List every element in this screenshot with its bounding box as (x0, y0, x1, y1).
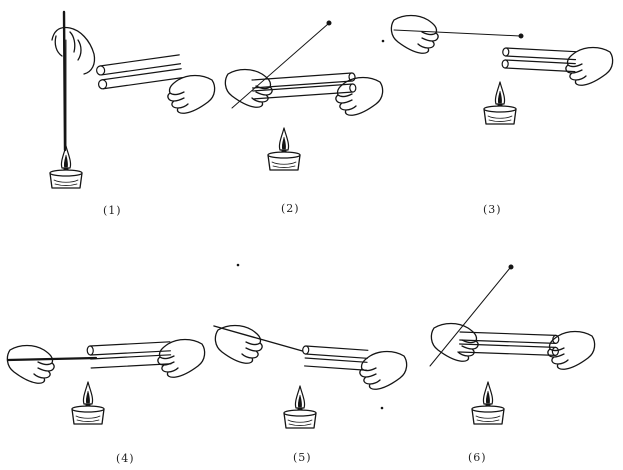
panel-1-illustration (49, 10, 216, 189)
panel-3-label: (3) (483, 203, 502, 216)
panel-6-label: (6) (468, 451, 487, 464)
panel-2-illustration (224, 20, 384, 171)
panel-6-illustration (429, 264, 596, 425)
panel-4-label: (4) (116, 452, 135, 465)
panel-2-label: (2) (281, 202, 300, 215)
panel-5-label: (5) (293, 451, 312, 464)
panel-4-illustration (6, 338, 206, 425)
panel-3-illustration (390, 14, 614, 125)
panel-1-label: (1) (103, 204, 122, 217)
panel-5-illustration (213, 324, 408, 429)
